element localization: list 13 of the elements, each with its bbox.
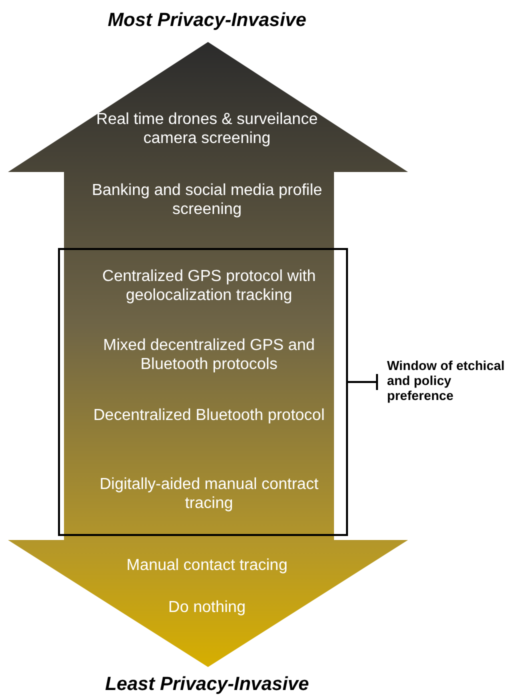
bracket-connector [347,373,378,391]
heading: Most Privacy-Invasive [106,10,308,32]
window-frame [58,248,348,536]
method-label: Decentralized Bluetooth protocol [79,406,339,425]
method-label: Real time drones & surveilance camera screening [77,110,337,148]
window-label: Window of etchical and policy preference [387,358,519,403]
method-label: Digitally-aided manual contract tracing [79,475,339,513]
heading: Least Privacy-Invasive [104,674,310,696]
method-label: Mixed decentralized GPS and Bluetooth protocols [79,336,339,374]
method-label: Do nothing [77,598,337,617]
method-label: Centralized GPS protocol with geolocalization tracking [79,267,339,305]
method-label: Manual contact tracing [77,556,337,575]
method-label: Banking and social media profile screening [77,181,337,219]
